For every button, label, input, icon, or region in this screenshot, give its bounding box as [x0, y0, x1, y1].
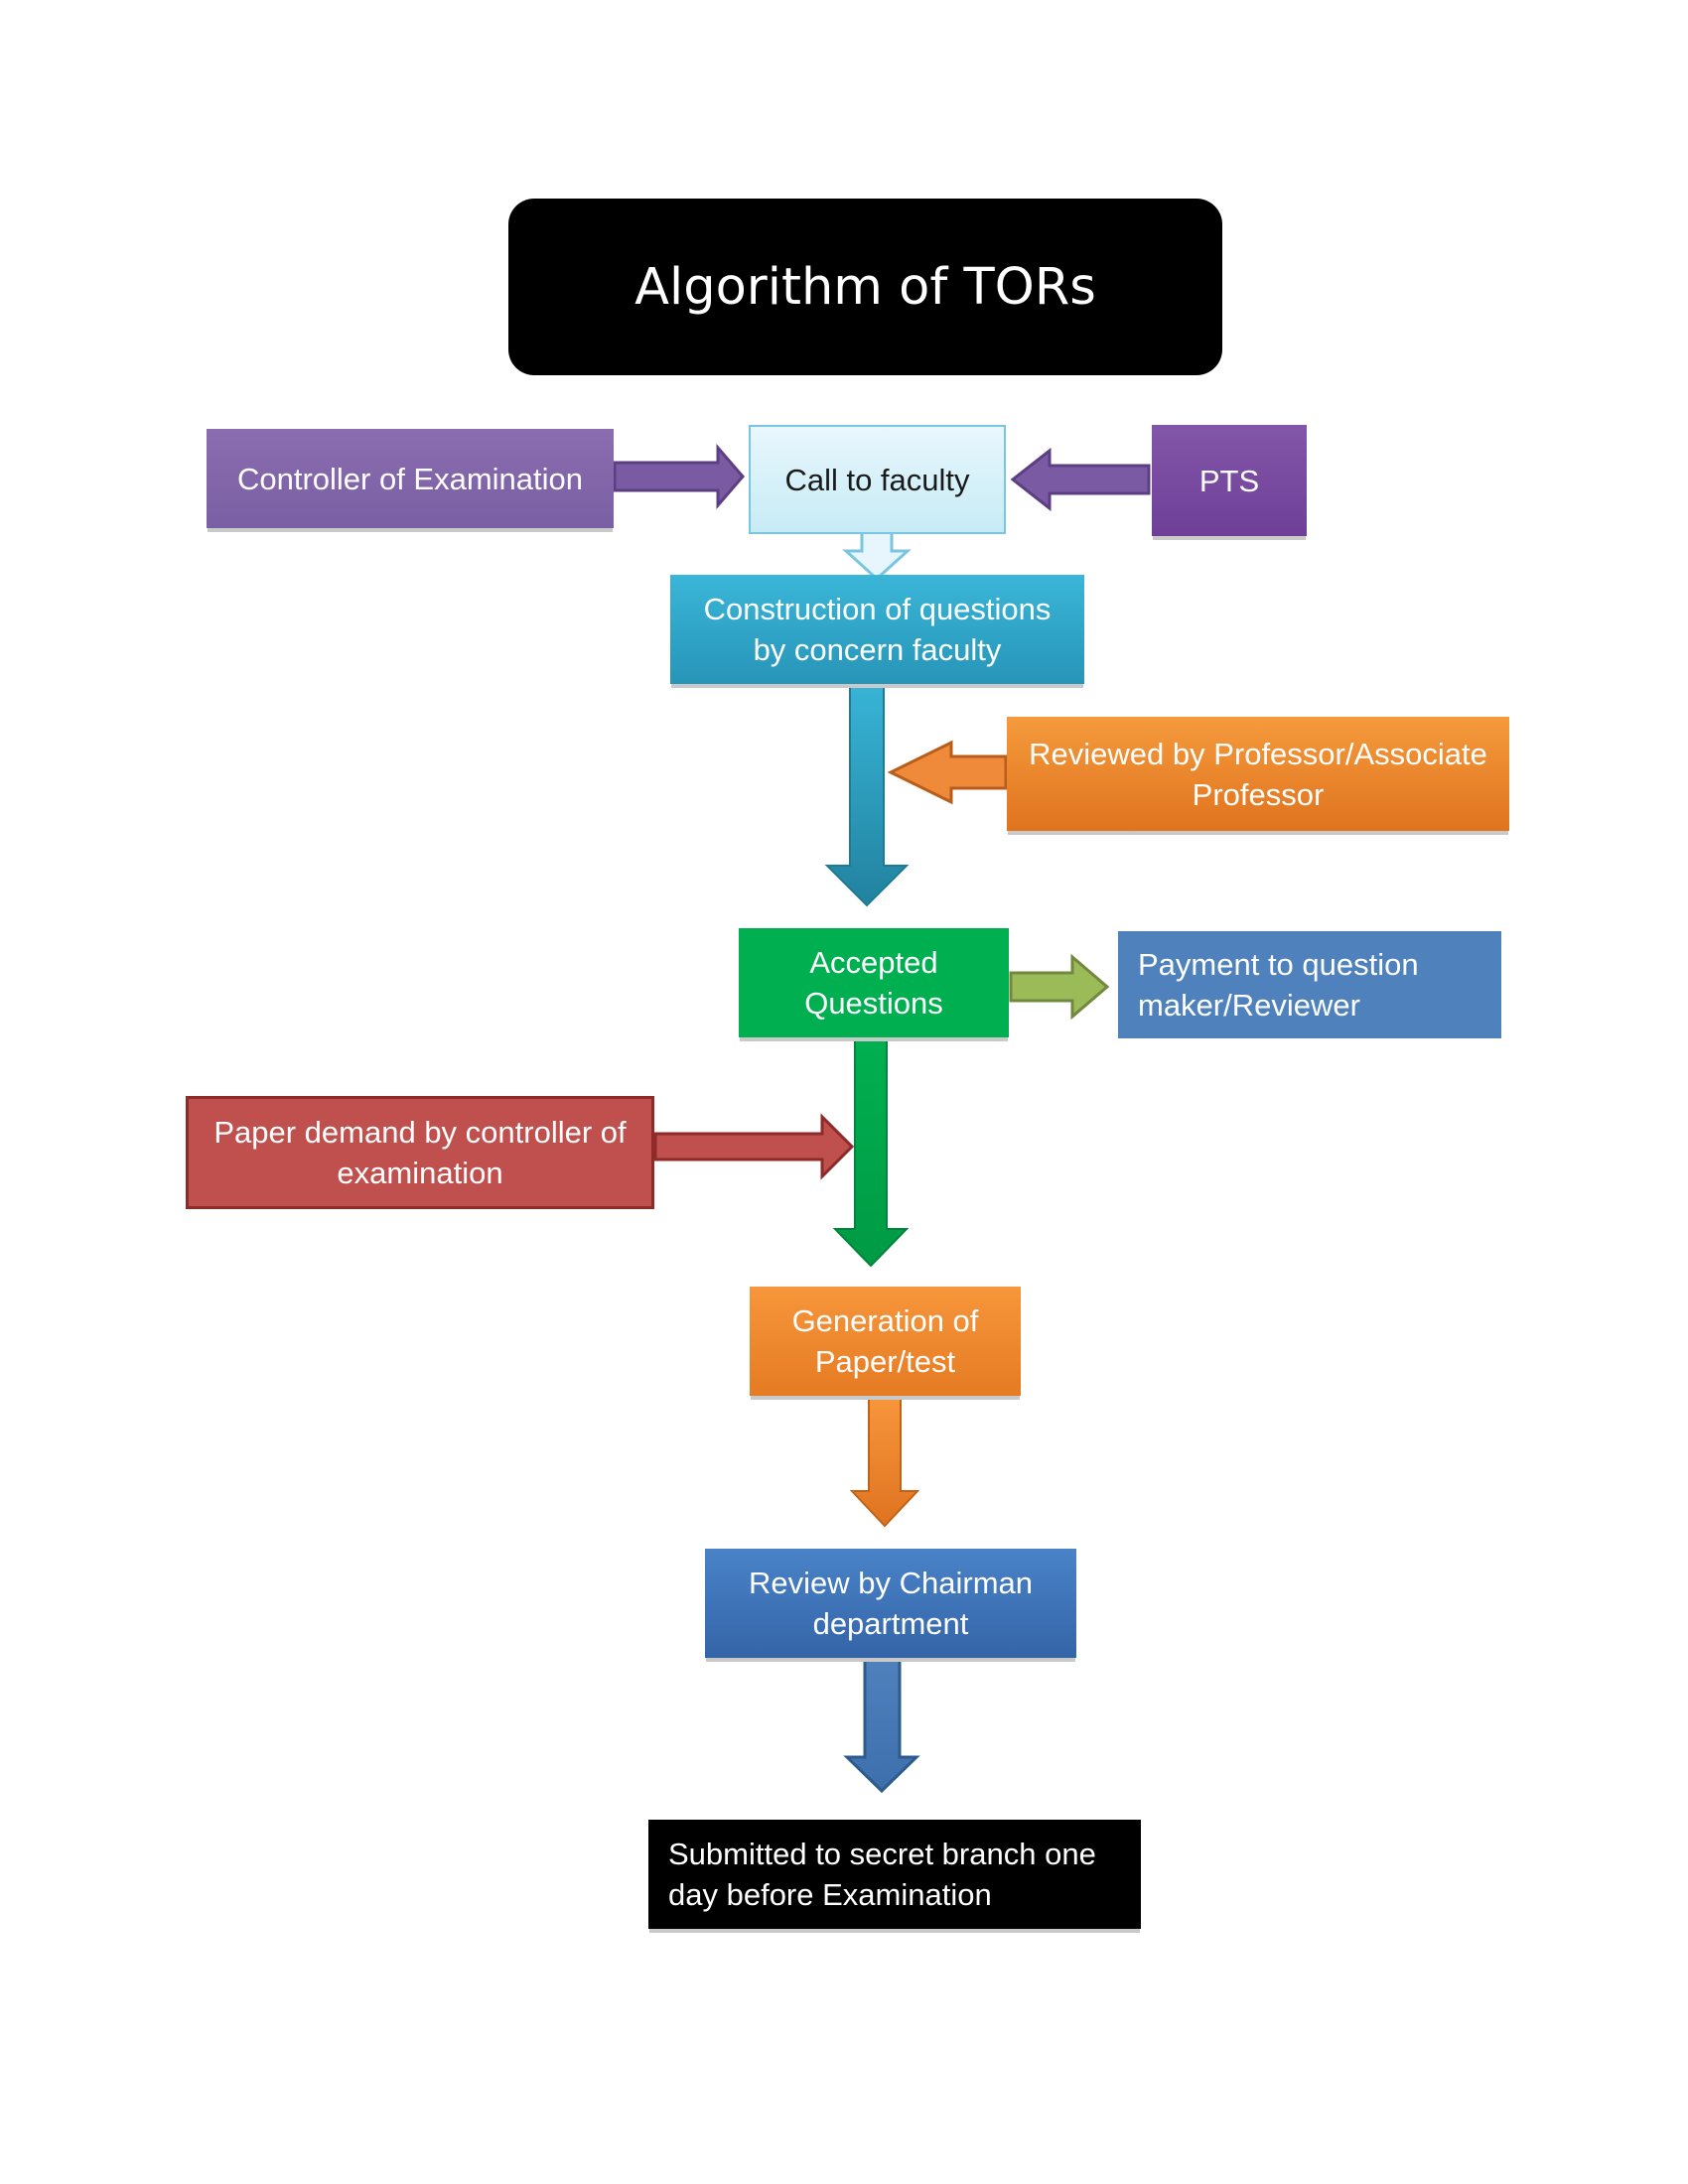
node-label: Call to faculty [784, 462, 970, 497]
node-call-to-faculty: Call to faculty [749, 425, 1006, 534]
node-label-line: by concern faculty [753, 632, 1002, 667]
node-paper-demand: Paper demand by controller of examinatio… [186, 1096, 654, 1209]
node-label-line: Payment to question [1138, 947, 1419, 982]
node-label-line: Review by Chairman [749, 1566, 1033, 1600]
node-label-line: Accepted [809, 945, 938, 980]
arrow-paper-demand-to-flow [653, 1113, 855, 1180]
node-accepted-questions: Accepted Questions [739, 928, 1009, 1037]
node-reviewed-by-professor: Reviewed by Professor/Associate Professo… [1007, 717, 1509, 831]
arrow-review-to-submitted [843, 1657, 920, 1794]
node-label: PTS [1198, 463, 1260, 498]
node-label-line: Professor [1192, 776, 1325, 812]
node-label-line: Paper demand by controller of [213, 1115, 627, 1150]
node-label: Controller of Examination [236, 461, 584, 496]
arrow-construction-to-accepted [824, 684, 910, 907]
node-label-line: Construction of questions [703, 592, 1052, 626]
arrow-reviewed-to-flow [887, 740, 1008, 805]
title-text: Algorithm of TORs [634, 257, 1096, 317]
arrow-controller-to-call [613, 443, 745, 510]
node-label-line: Questions [804, 986, 943, 1021]
node-label-line: examination [337, 1156, 503, 1190]
page-title: Algorithm of TORs [508, 199, 1222, 375]
node-construction-of-questions: Construction of questions by concern fac… [670, 575, 1084, 684]
node-submitted-to-secret-branch: Submitted to secret branch one day befor… [648, 1820, 1141, 1929]
node-label-line: department [812, 1606, 969, 1641]
node-controller-of-examination: Controller of Examination [207, 429, 614, 528]
node-label-line: maker/Reviewer [1138, 988, 1360, 1023]
node-review-by-chairman: Review by Chairman department [705, 1549, 1076, 1658]
node-pts: PTS [1152, 425, 1307, 536]
arrow-accepted-to-generation [832, 1037, 910, 1268]
arrow-accepted-to-payment [1009, 953, 1110, 1021]
node-label-line: Paper/test [814, 1344, 956, 1379]
node-label-line: Submitted to secret branch one [668, 1837, 1096, 1871]
node-generation-of-paper: Generation of Paper/test [750, 1287, 1021, 1396]
node-label-line: Reviewed by Professor/Associate [1029, 736, 1487, 771]
arrow-generation-to-review [849, 1397, 920, 1528]
node-payment-to-question-maker: Payment to question maker/Reviewer [1118, 931, 1501, 1038]
arrow-pts-to-call [1010, 447, 1151, 512]
node-label-line: day before Examination [668, 1877, 992, 1912]
node-label-line: Generation of [791, 1303, 979, 1338]
